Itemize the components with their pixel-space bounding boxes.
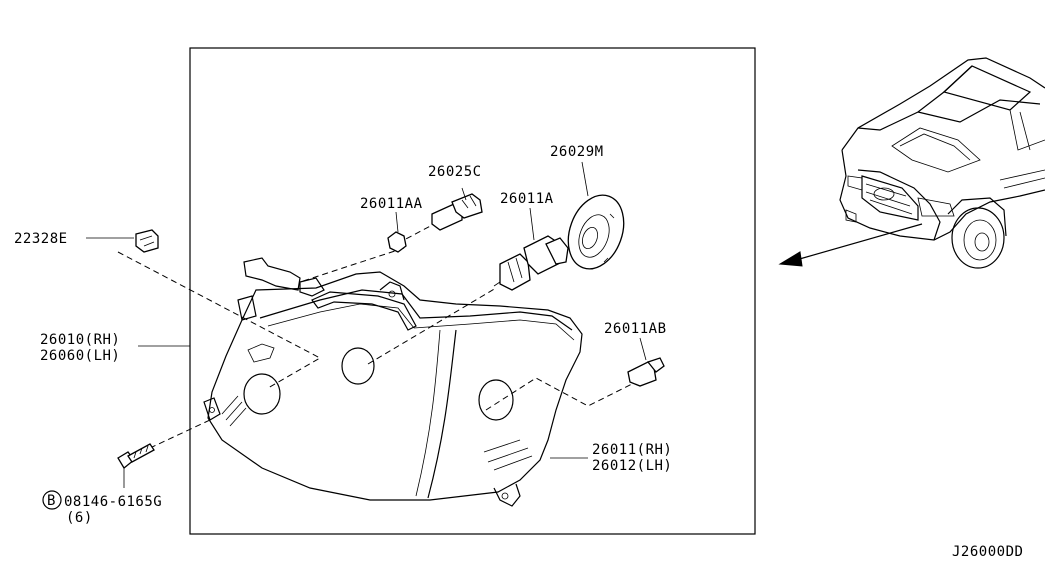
label-cap: 26029M: [550, 144, 604, 160]
label-bolt: 08146-6165G: [64, 494, 162, 510]
bulb-opening-center: [341, 347, 375, 385]
label-clip: 22328E: [14, 231, 68, 247]
bolt-b-badge: [42, 490, 62, 510]
label-lens-rh: 26011(RH): [592, 442, 672, 458]
bolt-label-group: B 08146-6165G (6): [42, 490, 162, 526]
location-arrow: [778, 223, 923, 267]
label-side-bulb: 26011AB: [604, 321, 667, 337]
main-bulb-part: [493, 207, 569, 291]
assembly-frame: [189, 47, 756, 535]
bulb-opening-left: [243, 373, 281, 415]
cap-part: [567, 161, 625, 270]
bolt-b-letter: B: [47, 493, 56, 509]
label-socket: 26025C: [428, 164, 482, 180]
label-small-bulb: 26011AA: [360, 196, 423, 212]
label-main-bulb: 26011A: [500, 191, 554, 207]
bolt-part: [117, 443, 155, 488]
diagram-code: J26000DD: [952, 544, 1023, 560]
headlamp-housing: [203, 257, 583, 507]
small-bulb-part: [387, 211, 407, 253]
label-lens-lh: 26012(LH): [592, 458, 672, 474]
label-bolt-qty: (6): [66, 510, 93, 526]
bulb-opening-right: [478, 379, 514, 421]
clip-part: [86, 229, 159, 253]
socket-part: [431, 187, 483, 231]
side-bulb-part: [627, 337, 665, 387]
label-assembly-rh: 26010(RH): [40, 332, 120, 348]
label-assembly-lh: 26060(LH): [40, 348, 120, 364]
assembly-guide-lines: [117, 221, 633, 449]
vehicle-illustration: [839, 57, 1045, 269]
